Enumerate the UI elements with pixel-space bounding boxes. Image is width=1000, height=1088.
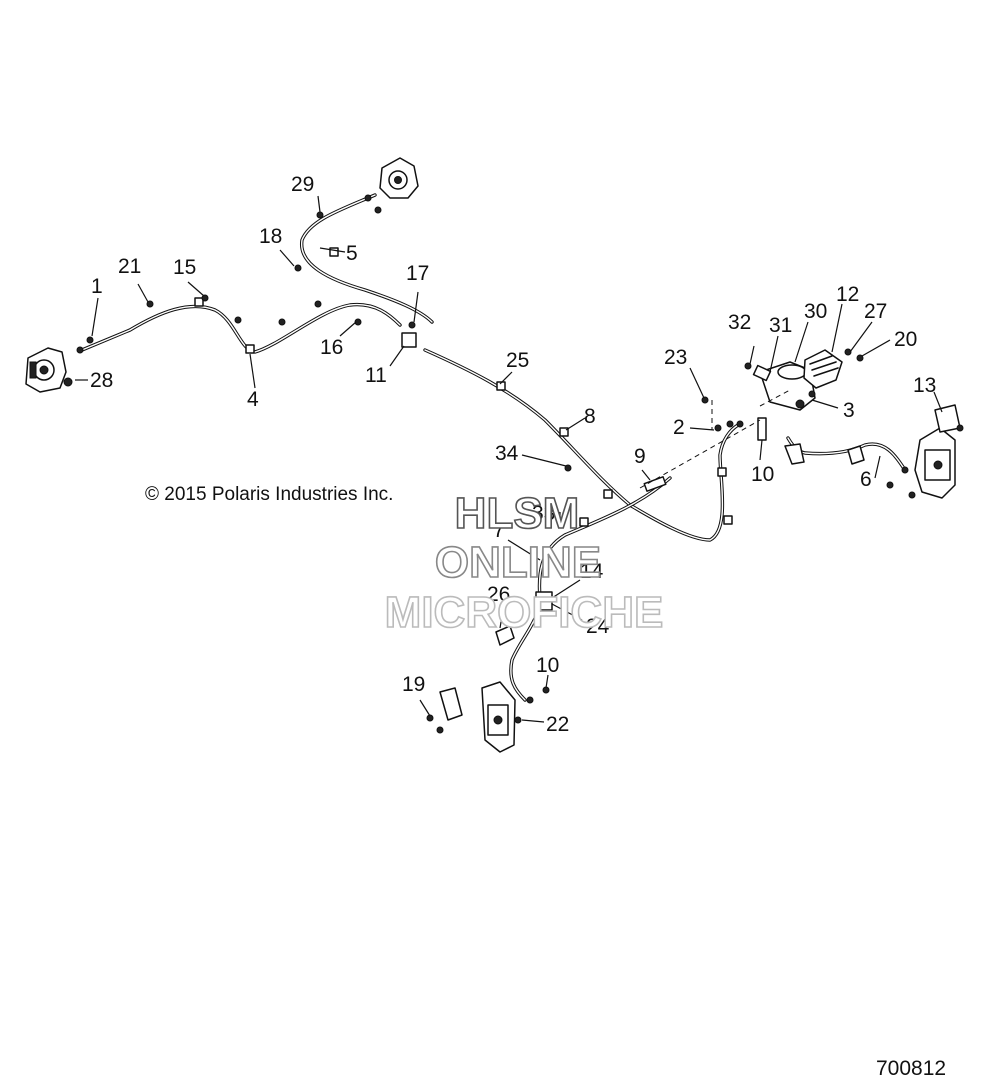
callout-33: 33: [532, 502, 555, 525]
callout-12: 12: [836, 283, 859, 306]
callout-14: 14: [580, 560, 604, 583]
watermark-line-3: MICROFICHE: [385, 588, 664, 637]
callout-6: 6: [860, 468, 872, 491]
brake-line-6: [786, 436, 907, 472]
caliper-rear-lower: [481, 681, 516, 753]
watermark-line-2: ONLINE: [435, 538, 601, 587]
caliper-right-front: [379, 157, 419, 199]
copyright-notice: © 2015 Polaris Industries Inc.: [145, 484, 393, 505]
callout-24: 24: [586, 615, 610, 638]
caliper-right-rear: [914, 427, 956, 499]
figure-number: 700812: [876, 1057, 946, 1080]
callout-7: 7: [493, 519, 505, 542]
callout-29: 29: [291, 173, 314, 196]
callout-19: 19: [402, 673, 425, 696]
caliper-left-front: [25, 347, 67, 393]
callout-1: 1: [91, 275, 103, 298]
callout-22: 22: [546, 713, 569, 736]
callout-28: 28: [90, 369, 113, 392]
callout-2: 2: [673, 416, 685, 439]
callout-18: 18: [259, 225, 282, 248]
leader-lines: [75, 195, 943, 723]
callout-31: 31: [769, 314, 792, 337]
callout-25: 25: [506, 349, 529, 372]
watermark: HLSM ONLINE MICROFICHE: [384, 488, 664, 638]
callout-4: 4: [247, 388, 259, 411]
reservoir: [803, 349, 843, 389]
callout-27: 27: [864, 300, 887, 323]
callout-21: 21: [118, 255, 141, 278]
callout-10a: 10: [751, 463, 774, 486]
callout-15: 15: [173, 256, 196, 279]
callout-numbers: 1 2 3 4 5 6 7 8 9 10 10 11 12 13 14 15 1…: [90, 173, 936, 736]
callout-20: 20: [894, 328, 917, 351]
callout-10b: 10: [536, 654, 559, 677]
callout-30: 30: [804, 300, 827, 323]
callout-3: 3: [843, 399, 855, 422]
brake-lines: [80, 193, 907, 702]
callout-8: 8: [584, 405, 596, 428]
callout-11: 11: [365, 364, 387, 387]
callout-5: 5: [346, 242, 358, 265]
components: [25, 157, 964, 753]
callout-32: 32: [728, 311, 751, 334]
callout-13: 13: [913, 374, 936, 397]
watermark-line-1: HLSM: [455, 489, 580, 538]
callout-26: 26: [487, 583, 510, 606]
callout-9: 9: [634, 445, 646, 468]
master-cylinder: [752, 361, 816, 411]
callout-17: 17: [406, 262, 429, 285]
callout-34: 34: [495, 442, 519, 465]
callout-16: 16: [320, 336, 343, 359]
callout-23: 23: [664, 346, 687, 369]
brake-line-4: [80, 302, 402, 354]
